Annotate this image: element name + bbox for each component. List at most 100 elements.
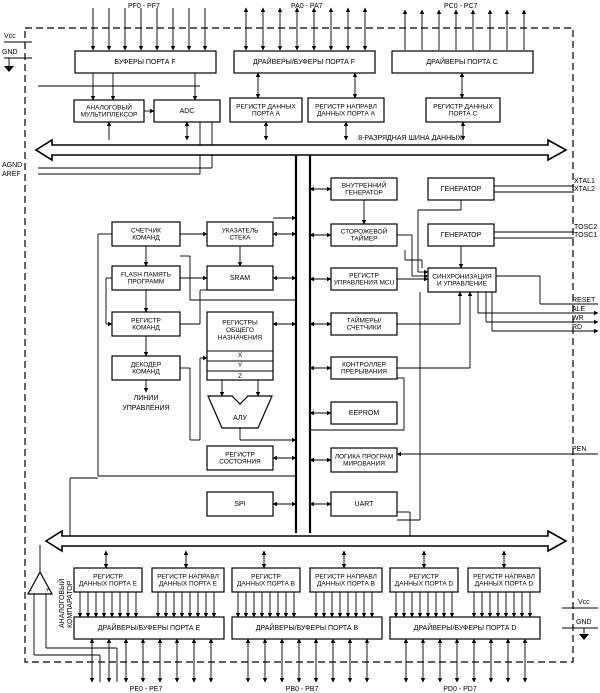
port-d-drivers xyxy=(389,616,541,640)
rd-label: RD xyxy=(572,324,582,331)
port-c-drivers-label: ДРАЙВЕРЫ ПОРТА C xyxy=(426,57,497,66)
alu-block xyxy=(207,395,273,429)
program-counter xyxy=(111,221,181,247)
control-lines-label-1: ЛИНИИ xyxy=(134,395,159,402)
timers-label: ТАЙМЕРЫ/СЧЕТЧИКИ xyxy=(347,315,382,331)
comparator-plus: + xyxy=(46,588,50,594)
analog-comparator-label-2: КОМПАРАТОР xyxy=(67,580,74,628)
register-driver-links xyxy=(77,592,533,618)
port-a-drivers xyxy=(233,50,376,74)
right-pin-wires xyxy=(396,185,599,457)
wr-label: WR xyxy=(572,315,584,322)
ale-label: ALE xyxy=(572,306,586,313)
port-f-buffers-label: БУФЕРЫ ПОРТА F xyxy=(114,59,175,66)
port-e-drivers-label: ДРАЙВЕРЫ/БУФЕРЫ ПОРТА E xyxy=(98,623,201,632)
port-e-data-register xyxy=(73,567,143,593)
analog-comparator xyxy=(26,570,54,595)
data-bus-top xyxy=(34,138,568,162)
gen1-label: ГЕНЕРАТОР xyxy=(441,186,482,193)
top-wires xyxy=(38,72,465,101)
port-b-drivers xyxy=(231,616,383,640)
port-c-pins xyxy=(402,9,527,50)
reg-x-label: X xyxy=(238,352,243,359)
gnd-top-label: GND xyxy=(2,49,18,56)
ground-symbol-bottom xyxy=(579,634,589,640)
pf-top-label: PF0 - PF7 xyxy=(128,3,160,10)
pe-bottom-label: PE0 - PE7 xyxy=(130,686,163,693)
data-bus-bottom xyxy=(44,529,568,553)
sram-block xyxy=(206,265,274,291)
pc-top-label: PC0 - PC7 xyxy=(444,3,478,10)
port-d-direction-register xyxy=(467,567,541,593)
port-a-direction-register xyxy=(307,97,385,123)
bottom-bus-drops xyxy=(103,550,507,569)
port-f-buffers xyxy=(74,50,217,74)
vcc-top-label: Vcc xyxy=(4,33,16,40)
port-b-direction-register xyxy=(309,567,383,593)
port-b-data-register xyxy=(231,567,301,593)
aref-label: AREF xyxy=(2,171,21,178)
pen-label: PEN xyxy=(572,446,586,453)
tosc1-label: TOSC1 xyxy=(574,232,597,239)
comparator-minus: - xyxy=(30,588,32,594)
bottom-pins xyxy=(89,638,528,683)
alu-label: АЛУ xyxy=(233,415,247,422)
chip-boundary xyxy=(24,27,574,663)
port-e-drivers xyxy=(73,616,225,640)
spi-label: SPI xyxy=(234,501,245,508)
port-a-data-register xyxy=(229,97,303,123)
vcc-bottom-label: Vcc xyxy=(578,599,590,606)
port-a-pins xyxy=(243,7,368,51)
reset-label: RESET xyxy=(572,297,596,304)
adc-label: ADC xyxy=(180,108,195,115)
port-e-direction-register xyxy=(151,567,225,593)
pb-bottom-label: PB0 - PB7 xyxy=(286,686,319,693)
xtal2-label: XTAL2 xyxy=(574,186,595,193)
analog-comparator-label-1: АНАЛОГОВЫЙ xyxy=(57,579,66,628)
pd-bottom-label: PD0 - PD7 xyxy=(443,686,477,693)
uart-label: UART xyxy=(355,501,375,508)
tosc2-label: TOSC2 xyxy=(574,224,597,231)
gnd-bottom-label: GND xyxy=(576,619,592,626)
port-d-drivers-label: ДРАЙВЕРЫ/БУФЕРЫ ПОРТА D xyxy=(414,623,517,632)
reg-z-label: Z xyxy=(238,373,242,380)
port-d-data-register xyxy=(389,567,459,593)
status-register xyxy=(206,445,274,471)
agnd-label: AGND xyxy=(2,162,22,169)
port-a-drivers-label: ДРАЙВЕРЫ/БУФЕРЫ ПОРТА F xyxy=(253,57,355,66)
control-lines-label-2: УПРАВЛЕНИЯ xyxy=(122,405,169,412)
port-f-pins xyxy=(90,8,208,51)
bus-label: 8-РАЗРЯДНАЯ ШИНА ДАННЫХ xyxy=(358,135,462,142)
right-bus-links xyxy=(309,186,473,507)
eeprom-label: EEPROM xyxy=(349,410,380,417)
stack-pointer xyxy=(206,221,274,247)
top-register-bus-links xyxy=(38,121,466,175)
comparator-wires xyxy=(33,545,118,682)
ground-symbol-top xyxy=(4,66,14,72)
gen2-label: ГЕНЕРАТОР xyxy=(441,232,482,239)
xtal1-label: XTAL1 xyxy=(574,178,595,185)
general-purpose-registers xyxy=(206,311,274,381)
cpu-wires xyxy=(69,215,421,545)
sram-label: SRAM xyxy=(230,275,250,282)
